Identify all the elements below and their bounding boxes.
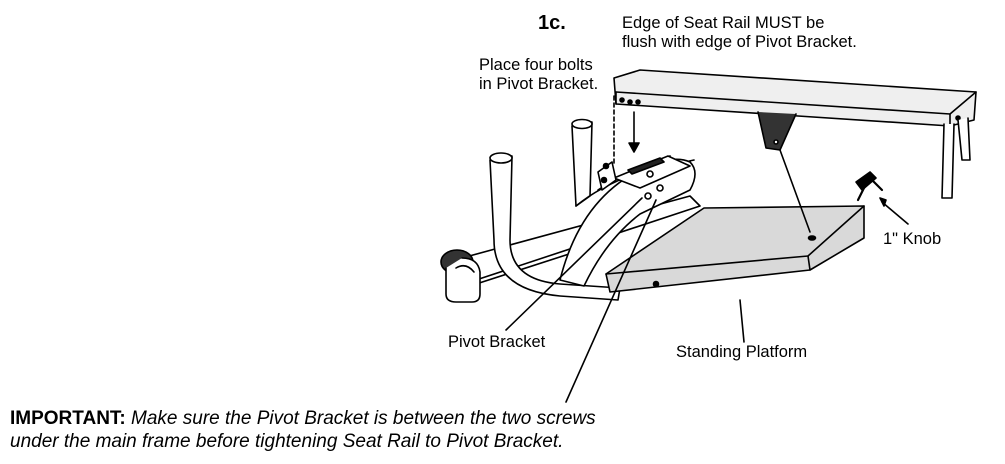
important-lead: IMPORTANT: bbox=[10, 408, 126, 429]
knob-label: 1" Knob bbox=[883, 230, 942, 248]
important-notice: IMPORTANT: Make sure the Pivot Bracket i… bbox=[10, 407, 596, 453]
bolts-note-line-1: Place four bolts bbox=[479, 56, 593, 74]
pivot-bracket-label: Pivot Bracket bbox=[448, 333, 546, 351]
standing-platform-leader-line bbox=[739, 299, 745, 343]
knob-arrowhead bbox=[879, 197, 887, 207]
bracket-to-platform-line bbox=[779, 149, 811, 233]
knob-leader-line bbox=[881, 201, 909, 225]
leader-lines bbox=[505, 95, 909, 403]
knob-icon bbox=[855, 171, 884, 202]
flush-edge-note-line-2: flush with edge of Pivot Bracket. bbox=[622, 33, 857, 51]
pivot-bracket-leader-line bbox=[505, 197, 643, 331]
bolts-arrowhead bbox=[628, 142, 640, 153]
step-number: 1c. bbox=[538, 12, 566, 34]
important-line-1: Make sure the Pivot Bracket is between t… bbox=[131, 408, 596, 429]
important-line-2: under the main frame before tightening S… bbox=[10, 431, 564, 452]
flush-edge-note-line-1: Edge of Seat Rail MUST be bbox=[622, 14, 825, 32]
seat-rail bbox=[613, 69, 977, 199]
end-cap bbox=[440, 249, 481, 303]
important-leader-line bbox=[565, 199, 657, 403]
bolts-note-line-2: in Pivot Bracket. bbox=[479, 75, 599, 93]
bolts-note: Place four bolts in Pivot Bracket. bbox=[479, 56, 598, 94]
pivot-bracket bbox=[559, 155, 696, 287]
flush-edge-note: Edge of Seat Rail MUST be flush with edg… bbox=[622, 14, 857, 52]
standing-platform bbox=[605, 205, 865, 293]
front-upright-tube bbox=[489, 152, 621, 301]
standing-platform-label: Standing Platform bbox=[676, 343, 808, 361]
